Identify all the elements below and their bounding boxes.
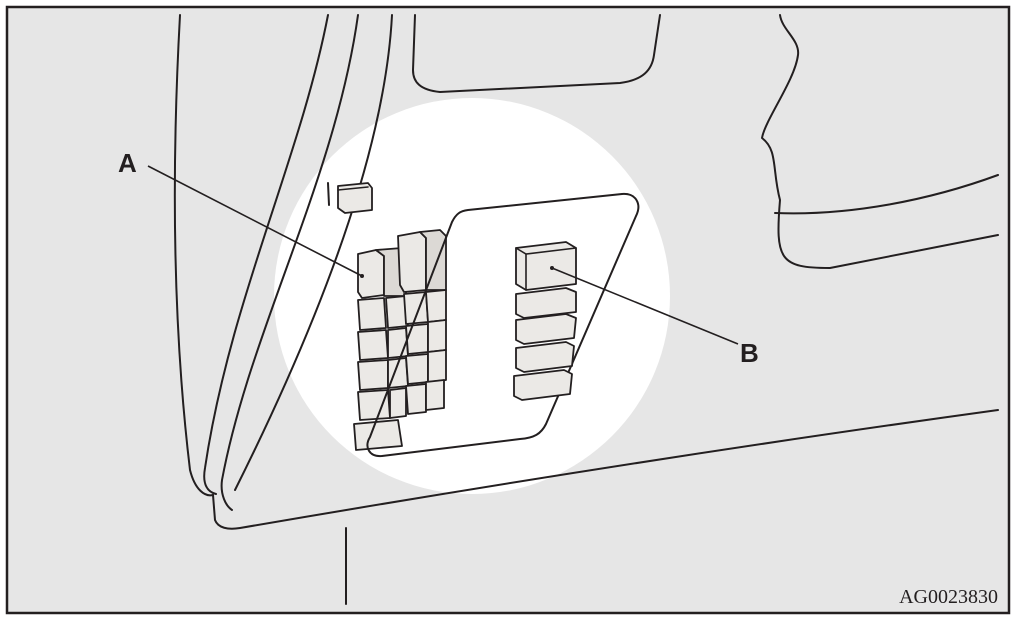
panel-edge-left xyxy=(173,14,214,497)
clip-body xyxy=(337,182,373,214)
fuse-a-9 xyxy=(357,329,389,361)
fuse-block-b xyxy=(513,241,577,401)
fuse-a-18 xyxy=(389,387,407,419)
glovebox-outline xyxy=(761,14,999,269)
panel-edge-inner-3 xyxy=(234,14,393,491)
panel-edge-inner-1 xyxy=(203,14,329,495)
fuse-a-20 xyxy=(425,379,445,411)
fuse-block-a xyxy=(353,229,447,451)
leader-line-a xyxy=(147,165,363,277)
fuse-a-19 xyxy=(405,383,427,415)
relay-b-2 xyxy=(515,287,577,319)
vent-outline xyxy=(412,14,661,93)
relay-b-5 xyxy=(513,369,573,401)
panel-edge-inner-2 xyxy=(220,14,359,511)
label-b: B xyxy=(740,338,759,368)
fuse-a-21 xyxy=(353,419,403,451)
fuse-a-16 xyxy=(427,349,447,383)
figure-code: AG0023830 xyxy=(899,586,998,608)
dashboard-bottom-edge xyxy=(212,409,999,530)
small-clip xyxy=(337,182,373,214)
clip-edge xyxy=(337,186,369,191)
fuse-a-15 xyxy=(405,353,429,385)
highlight-circle xyxy=(274,98,670,494)
relay-b-3 xyxy=(515,313,577,345)
label-a: A xyxy=(118,148,137,178)
fuse-box-b-outline xyxy=(366,192,640,458)
relay-b-4 xyxy=(515,341,575,373)
fuse-a-12 xyxy=(427,319,447,353)
small-bracket-edge xyxy=(327,182,330,206)
fuse-a-1 xyxy=(357,249,385,299)
leader-dot-a xyxy=(360,274,364,278)
leader-line-b xyxy=(551,267,739,345)
fuse-a-3 xyxy=(397,231,427,293)
fuse-a-8 xyxy=(425,289,447,323)
fuse-a-13 xyxy=(357,359,389,391)
interior-panel-outlines xyxy=(173,14,999,605)
glovebox-inner-line xyxy=(774,174,999,215)
fuse-a-11 xyxy=(405,323,429,355)
leader-dot-b xyxy=(550,266,554,270)
fuse-a-5 xyxy=(357,297,387,331)
